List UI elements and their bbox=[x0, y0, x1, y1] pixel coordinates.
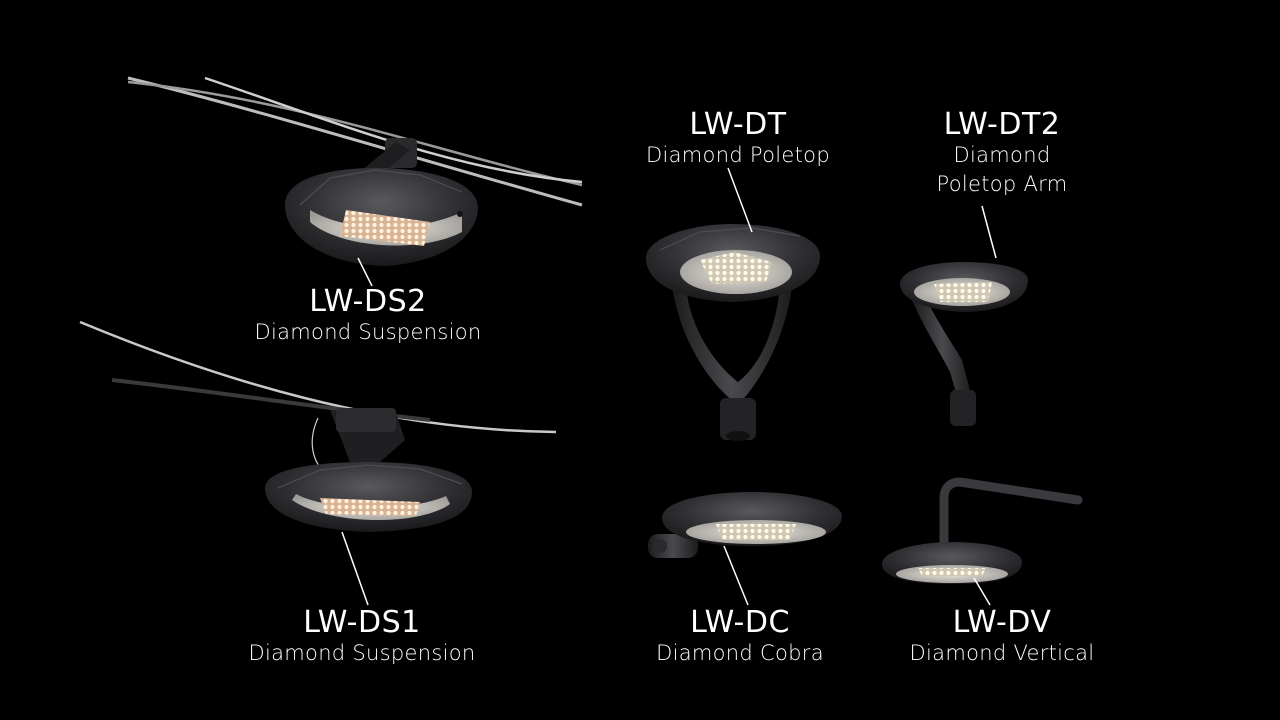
product-description: Diamond Vertical bbox=[909, 641, 1095, 665]
product-description: Diamond Suspension bbox=[254, 320, 482, 344]
product-description: Poletop Arm bbox=[936, 172, 1068, 196]
lw-dt-fixture bbox=[646, 167, 820, 441]
lw-ds2-fixture bbox=[127, 76, 583, 287]
product-description: Diamond Poletop bbox=[646, 143, 830, 167]
product-code: LW-DC bbox=[690, 605, 790, 640]
lw-dc-fixture bbox=[648, 492, 842, 606]
product-label-lw-dt: LW-DT Diamond Poletop bbox=[646, 109, 830, 170]
product-code: LW-DV bbox=[952, 605, 1052, 640]
product-code: LW-DS2 bbox=[309, 284, 427, 319]
product-label-lw-ds1: LW-DS1 Diamond Suspension bbox=[249, 607, 476, 668]
product-label-lw-dv: LW-DV Diamond Vertical bbox=[910, 607, 1095, 668]
product-label-lw-ds2: LW-DS2 Diamond Suspension bbox=[255, 286, 482, 347]
lw-dt2-fixture bbox=[900, 205, 1028, 426]
product-code: LW-DT bbox=[689, 107, 787, 142]
product-code: LW-DT2 bbox=[943, 107, 1061, 142]
product-code: LW-DS1 bbox=[303, 605, 421, 640]
product-description: Diamond bbox=[953, 143, 1051, 167]
lw-ds1-fixture bbox=[79, 320, 557, 606]
product-label-lw-dc: LW-DC Diamond Cobra bbox=[656, 607, 824, 668]
product-description: Diamond Suspension bbox=[248, 641, 476, 665]
product-label-lw-dt2: LW-DT2 Diamond Poletop Arm bbox=[937, 109, 1068, 199]
lw-dv-fixture bbox=[882, 477, 1083, 606]
product-description: Diamond Cobra bbox=[656, 641, 824, 665]
